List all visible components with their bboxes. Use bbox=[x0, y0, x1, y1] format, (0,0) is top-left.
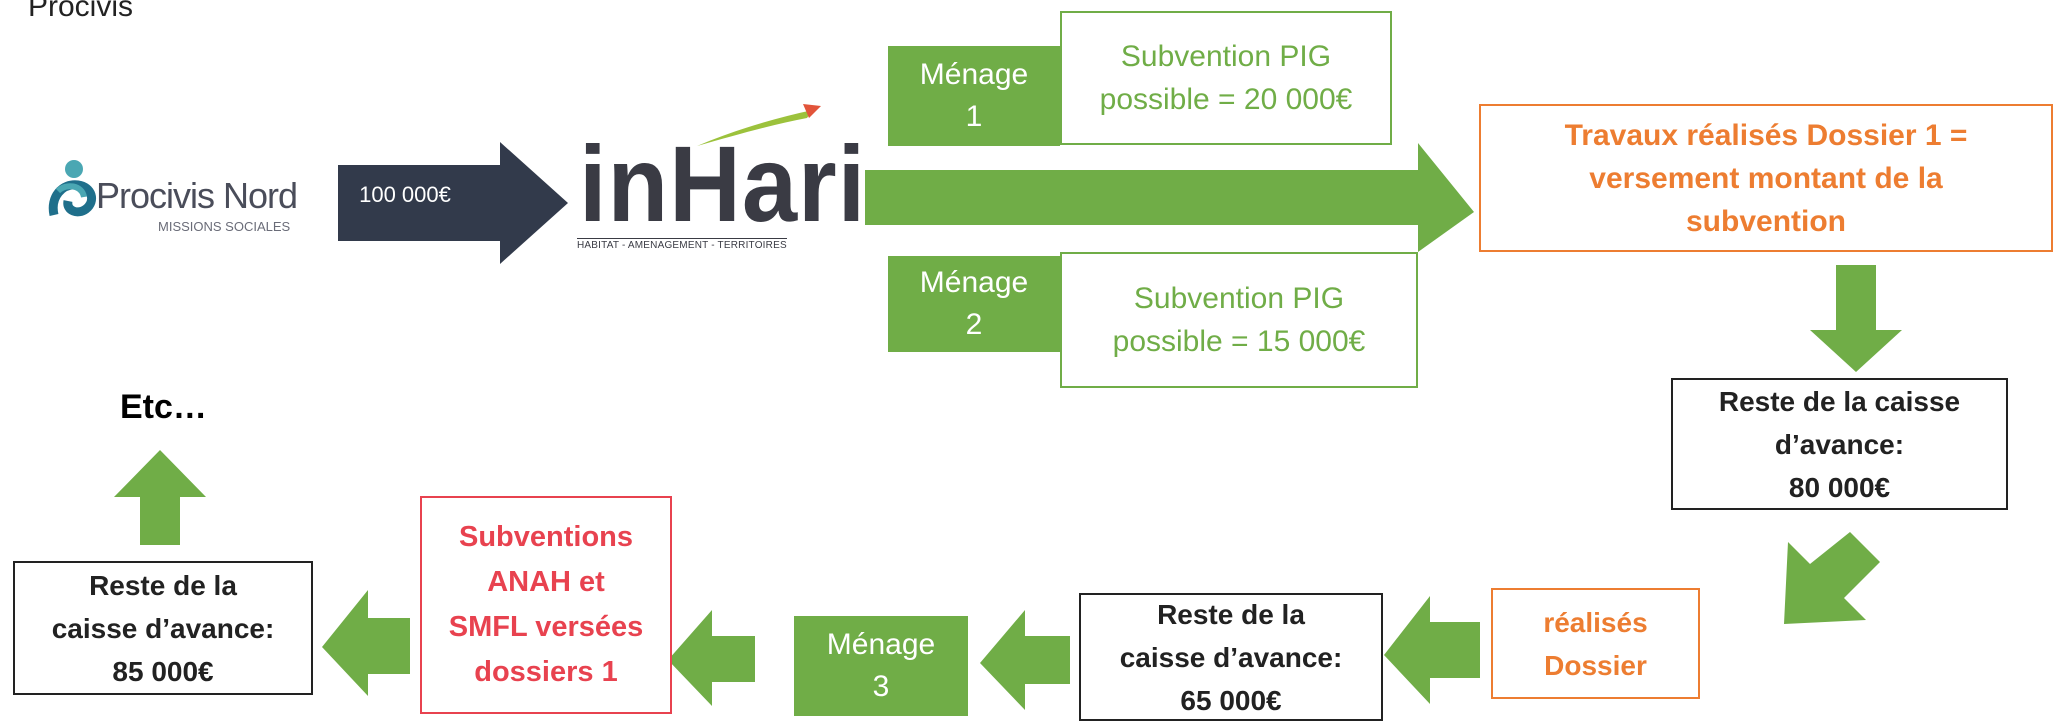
subvention-2-box: Subvention PIG possible = 15 000€ bbox=[1060, 252, 1418, 388]
inhari-tagline: HABITAT - AMENAGEMENT - TERRITOIRES bbox=[577, 238, 787, 251]
reste-caisse-1-box: Reste de la caisse d’avance: 80 000€ bbox=[1671, 378, 2008, 510]
green-arrow-left-4 bbox=[322, 590, 410, 696]
menage-2-label: Ménage 2 bbox=[888, 256, 1060, 352]
etc-label: Etc… bbox=[120, 388, 207, 426]
green-arrow-left-3 bbox=[668, 610, 755, 706]
menage-3-label: Ménage 3 bbox=[794, 616, 968, 716]
big-green-arrow-right bbox=[865, 143, 1474, 252]
green-arrow-up bbox=[114, 450, 206, 545]
procivis-name: Procivis Nord bbox=[96, 175, 298, 216]
green-arrow-diagonal bbox=[1784, 532, 1880, 624]
subventions-anah-box: Subventions ANAH et SMFL versées dossier… bbox=[420, 496, 672, 714]
initial-amount-label: 100 000€ bbox=[359, 182, 451, 207]
green-arrow-down-1 bbox=[1810, 265, 1902, 372]
inhari-swoosh-icon bbox=[697, 104, 821, 146]
page-title: Procivis bbox=[28, 0, 134, 23]
procivis-logo: Procivis Nord MISSIONS SOCIALES bbox=[48, 155, 318, 235]
travaux-dossier-2-box: Travaux réalisés Dossier 2 bbox=[1491, 588, 1700, 699]
inhari-wordmark: inHari bbox=[579, 123, 867, 244]
reste-caisse-3-box: Reste de la caisse d’avance: 85 000€ bbox=[13, 561, 313, 695]
green-arrow-left-1 bbox=[1384, 596, 1480, 704]
travaux-dossier-1-box: Travaux réalisés Dossier 1 = versement m… bbox=[1479, 104, 2053, 252]
subvention-1-box: Subvention PIG possible = 20 000€ bbox=[1060, 11, 1392, 145]
procivis-subtitle: MISSIONS SOCIALES bbox=[158, 219, 291, 234]
reste-caisse-2-box: Reste de la caisse d’avance: 65 000€ bbox=[1079, 593, 1383, 721]
inhari-logo: inHari HABITAT - AMENAGEMENT - TERRITOIR… bbox=[575, 100, 865, 260]
procivis-emblem-icon bbox=[48, 160, 97, 217]
green-arrow-left-2 bbox=[980, 610, 1070, 710]
dark-arrow-right bbox=[338, 142, 568, 264]
menage-1-label: Ménage 1 bbox=[888, 46, 1060, 146]
